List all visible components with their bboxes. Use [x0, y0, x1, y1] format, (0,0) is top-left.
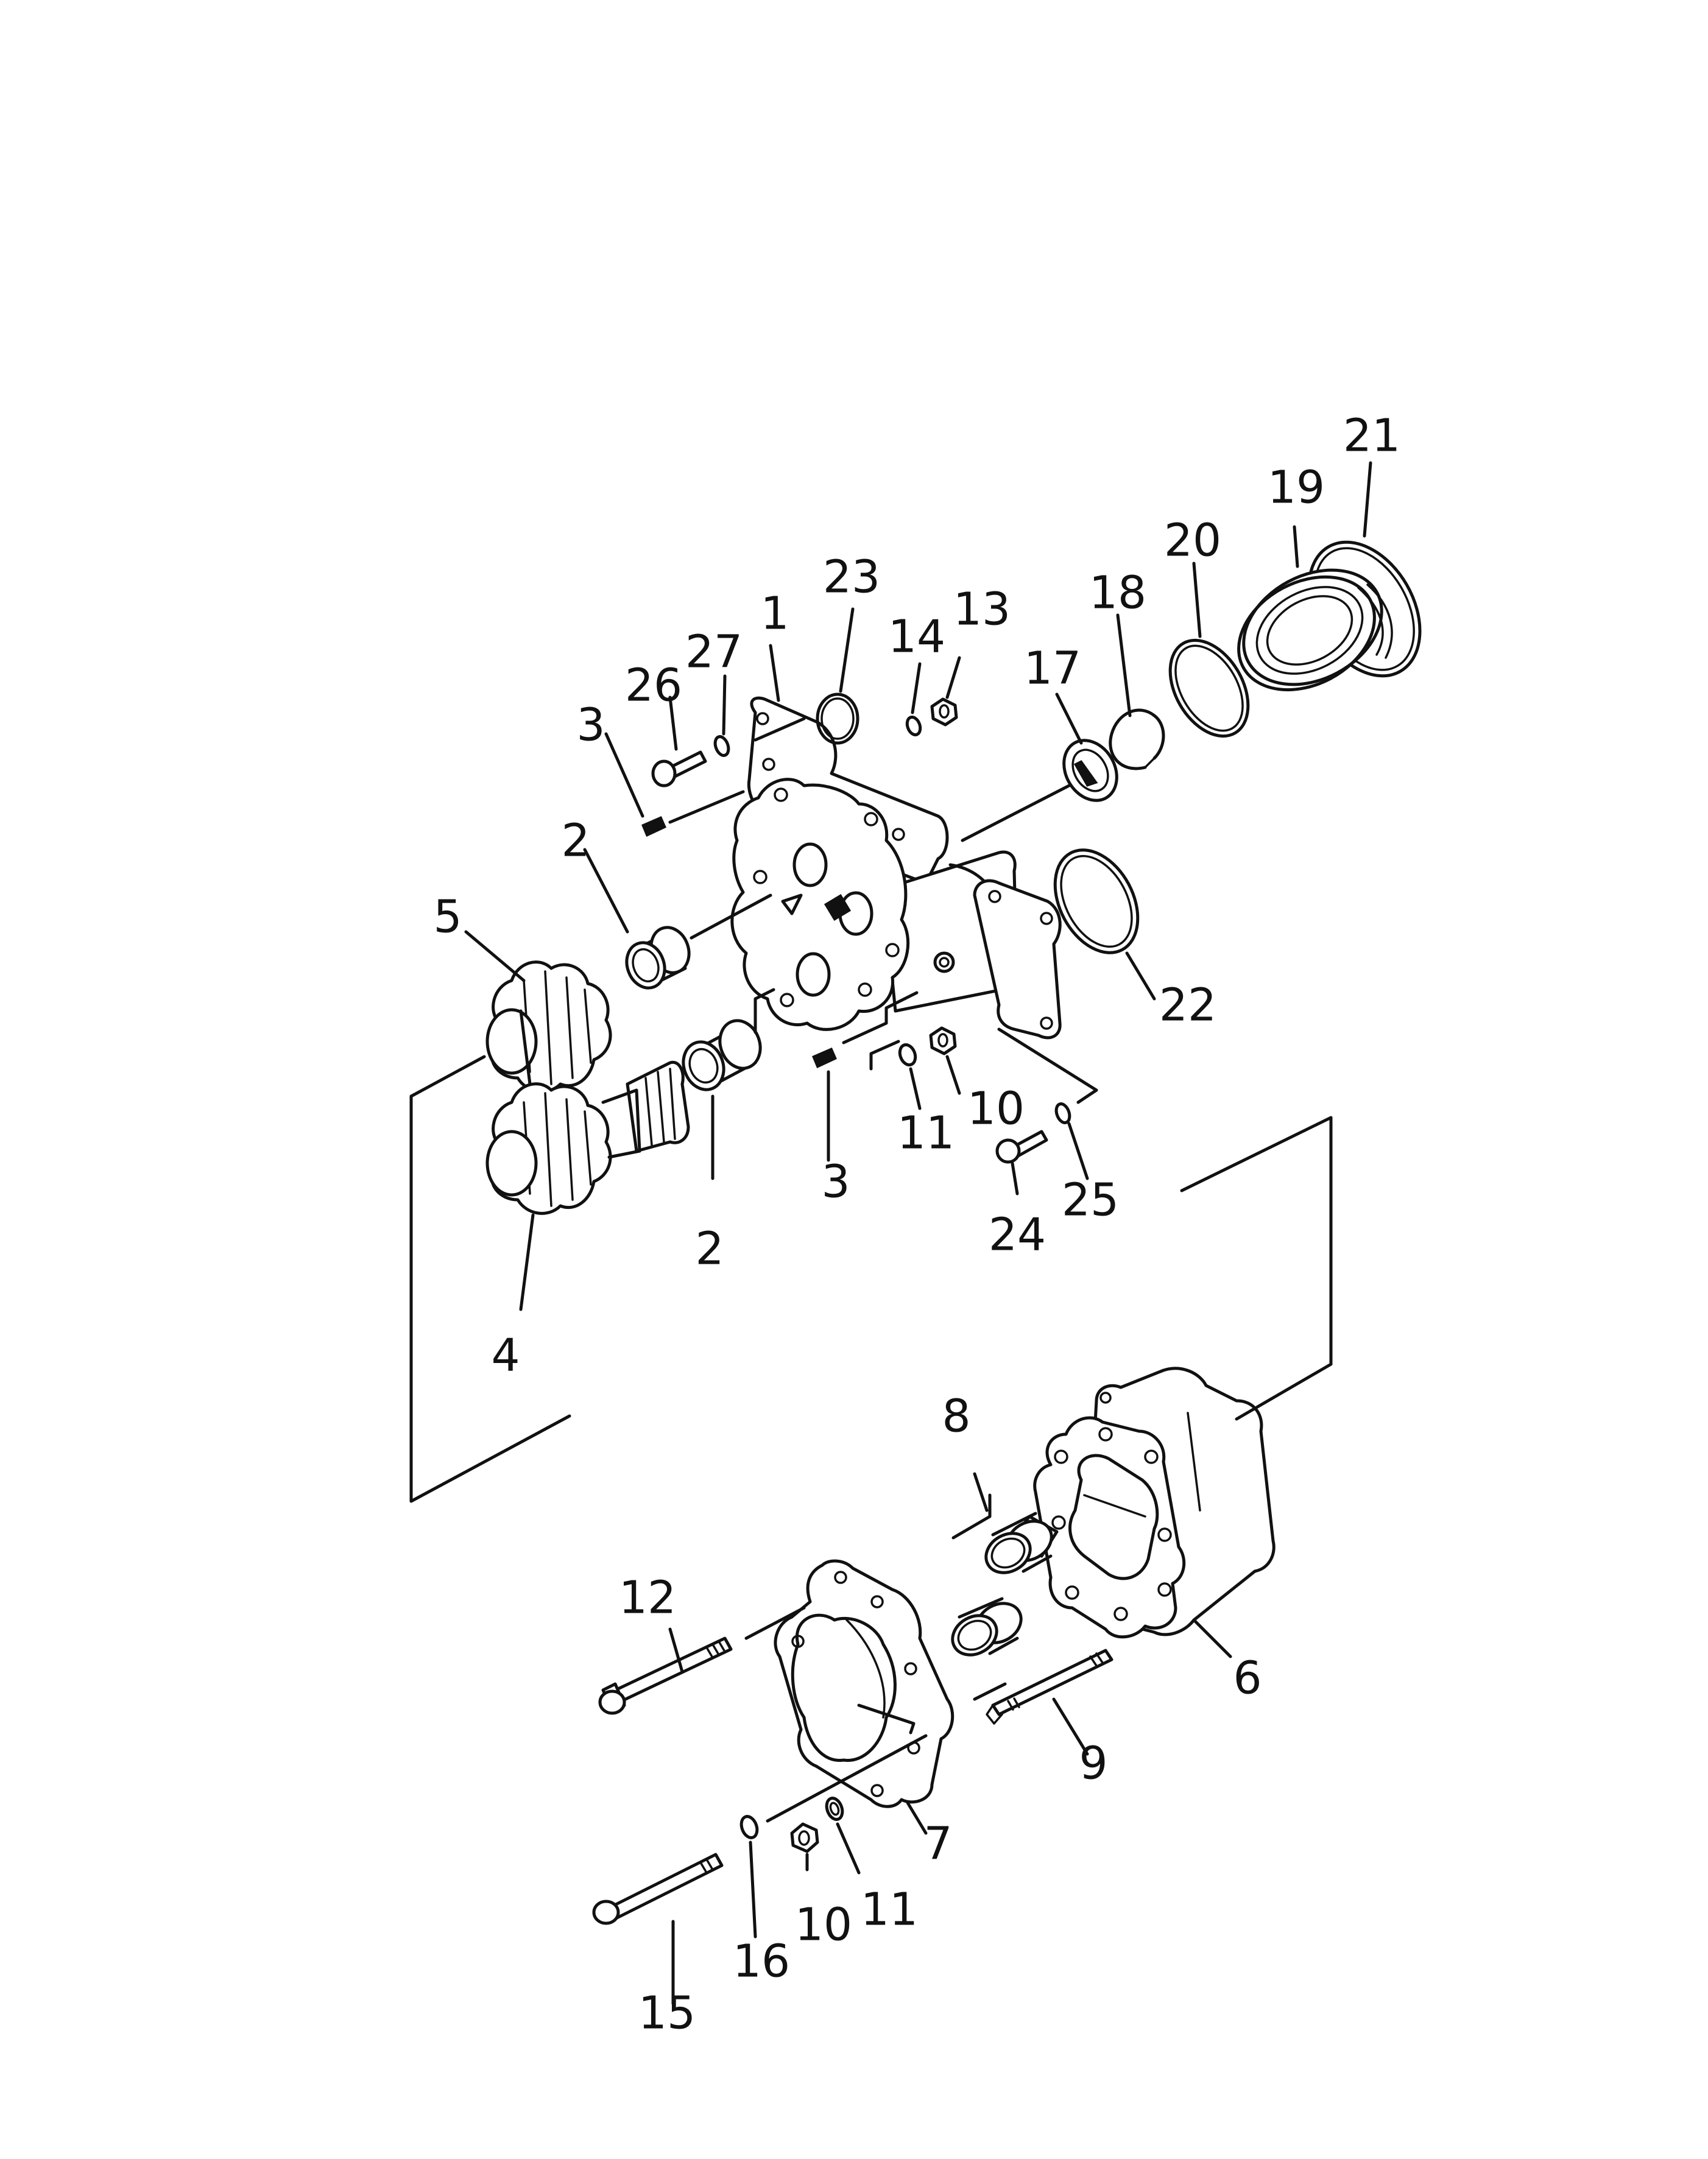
callout-18: 18 [1089, 567, 1146, 619]
part-3-plug-upper [641, 816, 666, 837]
callout-21: 21 [1343, 410, 1400, 462]
callout-25: 25 [1062, 1174, 1119, 1227]
callout-2-upper: 2 [561, 815, 590, 867]
callout-14: 14 [888, 611, 945, 663]
part-10-nut-middle [929, 1026, 957, 1055]
callout-6: 6 [1233, 1652, 1262, 1705]
callout-8: 8 [942, 1390, 970, 1443]
part-5-drive-gear [485, 960, 612, 1093]
callout-11-lower: 11 [861, 1884, 918, 1936]
assembly-lines [409, 717, 1333, 1823]
callout-5: 5 [433, 891, 462, 943]
part-20-o-ring [1168, 638, 1250, 738]
callout-3-upper: 3 [576, 699, 605, 752]
part-26-bolt [651, 750, 707, 787]
callout-9: 9 [1079, 1738, 1107, 1790]
callout-22: 22 [1159, 979, 1216, 1032]
callout-11-middle: 11 [897, 1107, 955, 1160]
callout-20: 20 [1164, 515, 1221, 567]
part-24-bolt [995, 1130, 1048, 1164]
callout-16: 16 [733, 1935, 790, 1988]
part-27-washer [713, 735, 730, 757]
callout-10-lower: 10 [795, 1899, 852, 1951]
part-13-nut [930, 697, 958, 727]
callout-19: 19 [1268, 462, 1325, 514]
part-4-gear-shaft [485, 1060, 690, 1215]
part-22-o-ring [1053, 848, 1140, 954]
part-6-gear-case [1033, 1367, 1276, 1639]
part-2-bushing-lower [682, 1019, 762, 1091]
part-16-washer [739, 1815, 759, 1839]
callout-24: 24 [989, 1209, 1046, 1261]
part-3-plug-lower [812, 1048, 837, 1069]
callout-26: 26 [625, 660, 682, 712]
callout-13: 13 [953, 583, 1011, 636]
callout-15: 15 [638, 1987, 696, 2040]
part-8-bushing-upper [984, 1512, 1059, 1574]
part-10-nut-lower [790, 1822, 819, 1853]
part-2-bushing-upper [625, 926, 691, 990]
part-11-washer-middle [898, 1043, 917, 1066]
callout-4: 4 [491, 1330, 520, 1382]
part-18-snap-ring [1109, 708, 1165, 770]
callout-7: 7 [923, 1818, 952, 1870]
callout-23: 23 [823, 551, 880, 604]
part-12-bolt [598, 1636, 733, 1715]
part-1-pump-body [730, 696, 1062, 1040]
part-11-washer-lower [825, 1797, 844, 1821]
part-19-seal-housing [1237, 568, 1393, 692]
callout-17: 17 [1024, 643, 1081, 695]
callout-leaders [464, 461, 1372, 2006]
callout-12: 12 [619, 1572, 676, 1624]
callout-27: 27 [685, 626, 743, 678]
part-17-seal [1062, 739, 1118, 802]
callout-3-lower: 3 [821, 1156, 850, 1208]
part-9-stud [986, 1649, 1113, 1725]
callout-labels: 1 2 2 3 3 4 5 6 7 8 9 10 10 11 11 12 13 … [433, 410, 1400, 2040]
part-25-washer [1054, 1102, 1071, 1124]
part-23-o-ring [816, 692, 859, 745]
callout-2-lower: 2 [695, 1223, 724, 1275]
part-15-bolt [592, 1853, 724, 1925]
callout-10-middle: 10 [967, 1083, 1025, 1135]
part-14-washer [905, 715, 922, 737]
part-8-bushing-lower [951, 1597, 1023, 1657]
callout-1: 1 [760, 588, 789, 640]
